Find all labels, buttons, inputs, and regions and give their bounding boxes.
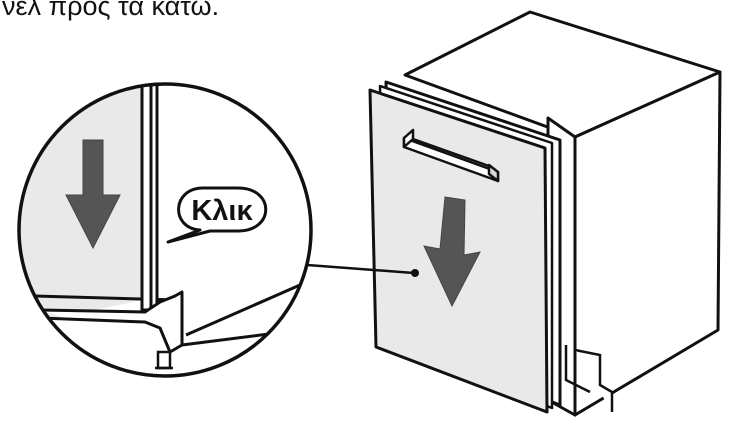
down-arrow-icon <box>423 196 481 308</box>
cabinet-base-notch <box>564 345 614 412</box>
door-panel-group <box>368 80 562 414</box>
down-arrow-icon <box>65 139 121 250</box>
door-handle <box>402 128 500 183</box>
zoom-detail <box>19 84 311 376</box>
click-callout: Κλικ <box>166 186 268 244</box>
zoom-circle-outline <box>17 82 313 378</box>
dishwasher-cabinet <box>403 10 722 417</box>
magnifier-pointer <box>293 262 419 277</box>
instruction-caption: νελ προς τα κάτω. <box>2 0 220 21</box>
click-label: Κλικ <box>191 195 253 227</box>
